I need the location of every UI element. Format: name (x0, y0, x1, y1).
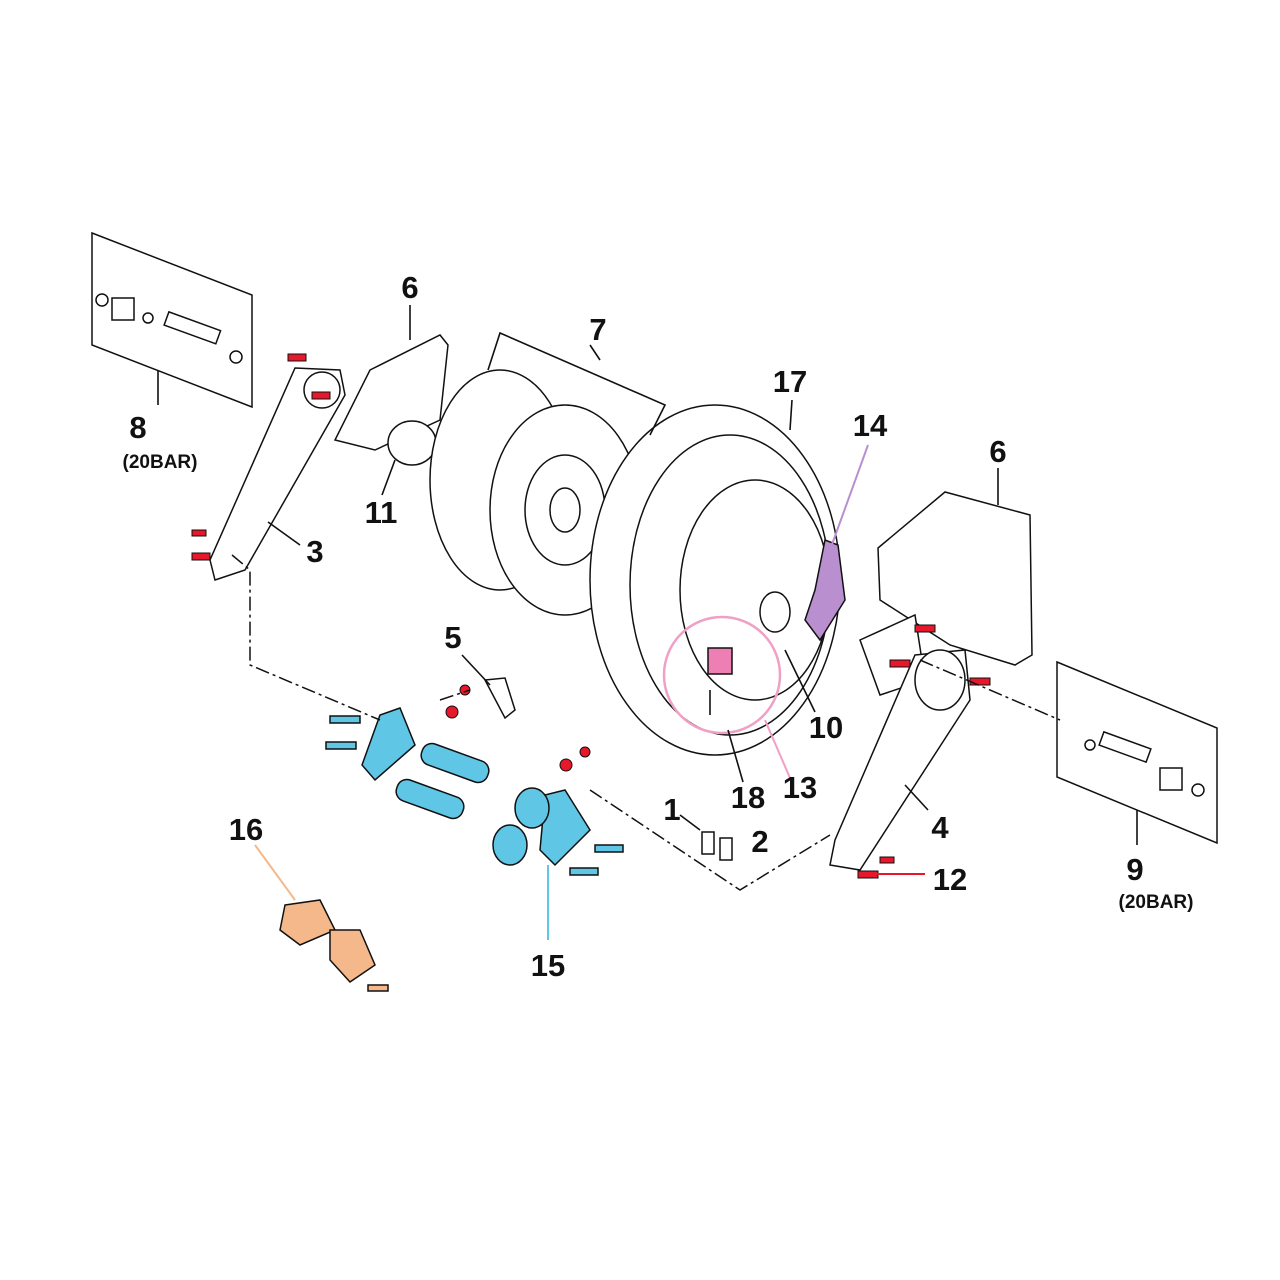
pawl-14 (804, 538, 846, 642)
swivel-kit-8 (91, 231, 253, 409)
roller-brackets-15 (325, 707, 624, 876)
callout-14: 14 (853, 408, 888, 443)
callout-6-left: 6 (401, 270, 418, 305)
callout-1: 1 (663, 792, 680, 827)
callout-12: 12 (933, 862, 967, 897)
callout-8-note: (20BAR) (123, 452, 198, 473)
guide-5 (483, 677, 516, 720)
left-arm-3 (209, 367, 346, 581)
callout-9: 9 (1126, 852, 1143, 887)
callout-17: 17 (773, 364, 807, 399)
left-plate-6 (333, 334, 449, 451)
bolts-12 (191, 353, 991, 879)
nipple-1 (701, 831, 715, 855)
callout-11: 11 (365, 495, 398, 530)
callout-8: 8 (129, 410, 146, 445)
nipple-2 (719, 837, 733, 861)
bearing-11 (387, 420, 437, 466)
callout-15: 15 (531, 948, 565, 983)
callout-18: 18 (731, 780, 765, 815)
callout-16: 16 (229, 812, 263, 847)
ratchet-18 (707, 647, 733, 675)
clamp-16 (279, 899, 389, 992)
callout-7: 7 (589, 312, 606, 347)
callout-3: 3 (306, 534, 323, 569)
callout-4: 4 (931, 810, 949, 845)
right-arm-4 (829, 649, 971, 871)
drum-17 (589, 404, 841, 756)
swivel-kit-9 (1056, 660, 1218, 845)
callout-6-right: 6 (989, 434, 1006, 469)
callout-10: 10 (809, 710, 843, 745)
callout-5: 5 (444, 620, 461, 655)
highlight-circle-13 (662, 615, 782, 735)
callout-2: 2 (751, 824, 768, 859)
callout-9-note: (20BAR) (1119, 892, 1194, 913)
callout-13: 13 (783, 770, 817, 805)
